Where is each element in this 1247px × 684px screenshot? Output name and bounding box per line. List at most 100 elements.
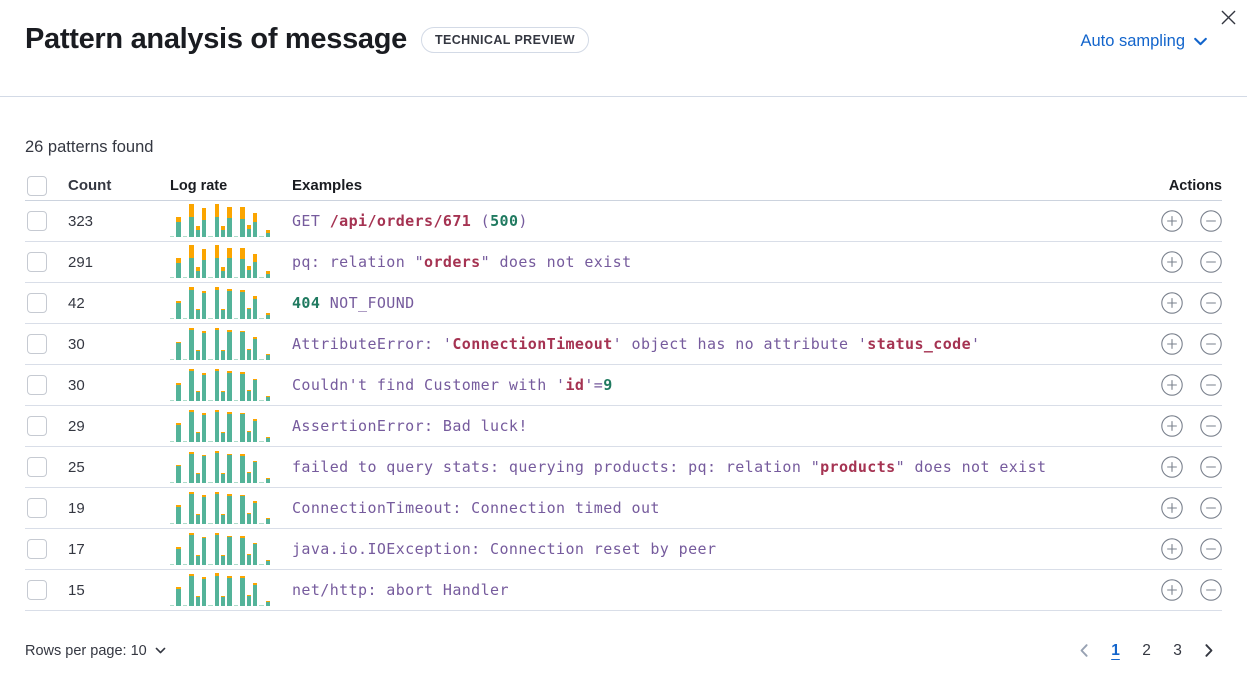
column-header-actions: Actions (1168, 177, 1222, 194)
chevron-right-icon (1205, 644, 1213, 657)
sampling-menu-button[interactable]: Auto sampling (1080, 32, 1209, 51)
minus-in-circle-icon (1200, 538, 1222, 560)
row-count: 323 (68, 212, 94, 230)
filter-out-button[interactable] (1200, 579, 1222, 601)
filter-in-button[interactable] (1161, 210, 1183, 232)
page-button-2[interactable]: 2 (1133, 637, 1160, 664)
row-checkbox[interactable] (27, 416, 47, 436)
row-checkbox[interactable] (27, 211, 47, 231)
example-text: net/http: abort Handler (292, 581, 1112, 599)
filter-in-button[interactable] (1161, 415, 1183, 437)
page-button-3[interactable]: 3 (1164, 637, 1191, 664)
plus-in-circle-icon (1161, 456, 1183, 478)
filter-in-button[interactable] (1161, 251, 1183, 273)
minus-in-circle-icon (1200, 374, 1222, 396)
row-count: 15 (68, 581, 85, 599)
table-row: 42 404 NOT_FOUND (25, 283, 1222, 324)
row-checkbox[interactable] (27, 293, 47, 313)
column-header-log-rate: Log rate (170, 177, 228, 194)
row-count: 25 (68, 458, 85, 476)
filter-in-button[interactable] (1161, 333, 1183, 355)
filter-out-button[interactable] (1200, 374, 1222, 396)
row-checkbox[interactable] (27, 334, 47, 354)
minus-in-circle-icon (1200, 333, 1222, 355)
row-count: 29 (68, 417, 85, 435)
table-row: 25 failed to query stats: querying produ… (25, 447, 1222, 488)
plus-in-circle-icon (1161, 579, 1183, 601)
log-rate-chart (170, 450, 270, 483)
minus-in-circle-icon (1200, 292, 1222, 314)
column-header-examples: Examples (292, 177, 363, 194)
example-token: " does not exist (480, 253, 632, 271)
plus-in-circle-icon (1161, 497, 1183, 519)
minus-in-circle-icon (1200, 251, 1222, 273)
filter-in-button[interactable] (1161, 538, 1183, 560)
example-token: ) (518, 212, 528, 230)
table-header-row: Count Log rate Examples Actions (25, 171, 1222, 201)
example-text: GET /api/orders/671 (500) (292, 212, 1112, 230)
previous-page-button[interactable] (1071, 637, 1098, 664)
chevron-down-icon (1194, 37, 1207, 46)
table-row: 291 pq: relation "orders" does not exist (25, 242, 1222, 283)
table-row: 29 AssertionError: Bad luck! (25, 406, 1222, 447)
example-text: java.io.IOException: Connection reset by… (292, 540, 1112, 558)
filter-out-button[interactable] (1200, 333, 1222, 355)
filter-in-button[interactable] (1161, 579, 1183, 601)
example-token: Couldn't find Customer with ' (292, 376, 566, 394)
row-checkbox[interactable] (27, 580, 47, 600)
table-row: 19 ConnectionTimeout: Connection timed o… (25, 488, 1222, 529)
rows-per-page-button[interactable]: Rows per page: 10 (25, 643, 167, 659)
row-checkbox[interactable] (27, 252, 47, 272)
example-text: AttributeError: 'ConnectionTimeout' obje… (292, 335, 1112, 353)
close-button[interactable] (1215, 4, 1241, 30)
row-checkbox[interactable] (27, 498, 47, 518)
row-checkbox[interactable] (27, 375, 47, 395)
example-token: NOT_FOUND (320, 294, 415, 312)
row-count: 291 (68, 253, 94, 271)
minus-in-circle-icon (1200, 497, 1222, 519)
log-rate-chart (170, 532, 270, 565)
example-token: failed to query stats: querying products… (292, 458, 821, 476)
chevron-left-icon (1080, 644, 1088, 657)
example-token: ' (971, 335, 981, 353)
example-token: 404 (292, 294, 321, 312)
select-all-checkbox[interactable] (27, 175, 47, 196)
example-token: '= (584, 376, 604, 394)
log-rate-chart (170, 245, 270, 278)
page-button-1[interactable]: 1 (1102, 637, 1129, 664)
next-page-button[interactable] (1195, 637, 1222, 664)
filter-in-button[interactable] (1161, 497, 1183, 519)
example-token: 9 (603, 376, 613, 394)
example-token: " does not exist (895, 458, 1047, 476)
filter-in-button[interactable] (1161, 456, 1183, 478)
filter-in-button[interactable] (1161, 374, 1183, 396)
plus-in-circle-icon (1161, 415, 1183, 437)
plus-in-circle-icon (1161, 333, 1183, 355)
filter-out-button[interactable] (1200, 292, 1222, 314)
row-checkbox[interactable] (27, 457, 47, 477)
example-text: pq: relation "orders" does not exist (292, 253, 1112, 271)
plus-in-circle-icon (1161, 374, 1183, 396)
filter-out-button[interactable] (1200, 415, 1222, 437)
example-token: /api/orders/671 (329, 212, 472, 230)
filter-out-button[interactable] (1200, 251, 1222, 273)
filter-out-button[interactable] (1200, 538, 1222, 560)
plus-in-circle-icon (1161, 210, 1183, 232)
filter-out-button[interactable] (1200, 210, 1222, 232)
chevron-down-icon (155, 647, 166, 654)
example-token: GET (292, 212, 330, 230)
plus-in-circle-icon (1161, 292, 1183, 314)
filter-out-button[interactable] (1200, 456, 1222, 478)
table-row: 30 AttributeError: 'ConnectionTimeout' o… (25, 324, 1222, 365)
filter-out-button[interactable] (1200, 497, 1222, 519)
pattern-analysis-flyout: Pattern analysis of message TECHNICAL PR… (0, 4, 1247, 664)
log-rate-chart (170, 368, 270, 401)
technical-preview-badge: TECHNICAL PREVIEW (420, 26, 589, 53)
patterns-table: Count Log rate Examples Actions 323 GET … (25, 171, 1222, 611)
example-token: orders (424, 253, 481, 271)
example-token: AttributeError: ' (292, 335, 453, 353)
row-count: 17 (68, 540, 85, 558)
example-text: Couldn't find Customer with 'id'=9 (292, 376, 1112, 394)
filter-in-button[interactable] (1161, 292, 1183, 314)
row-checkbox[interactable] (27, 539, 47, 559)
